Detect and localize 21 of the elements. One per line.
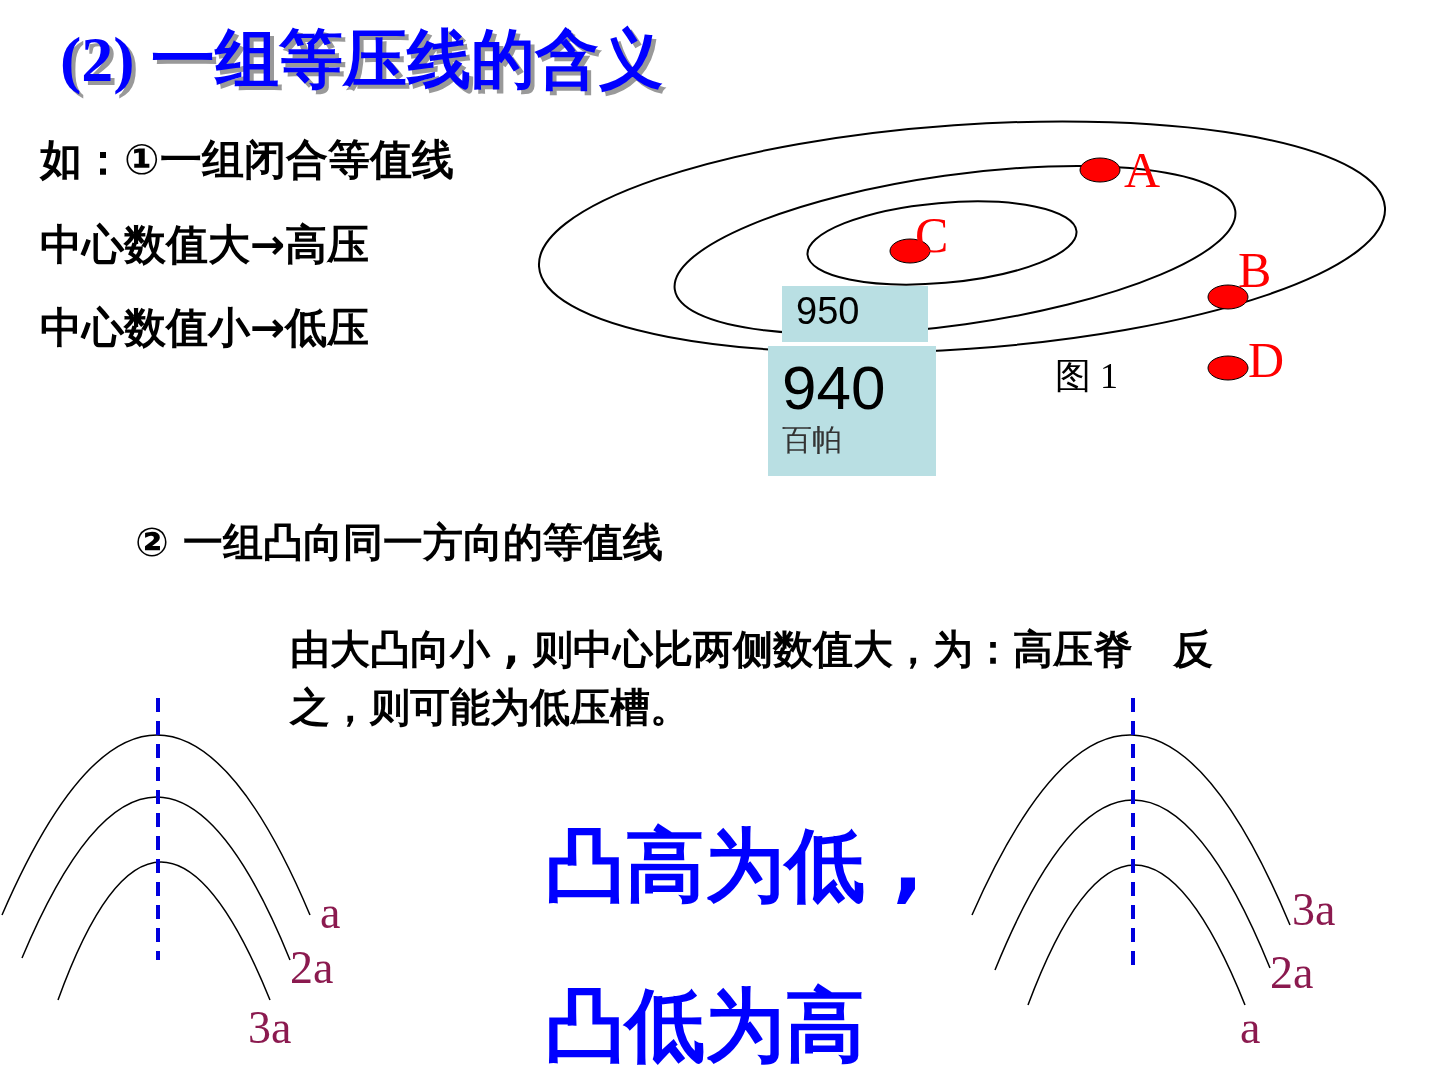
point-label: B: [1238, 241, 1272, 300]
unit-text: 百帕: [782, 423, 843, 458]
note-text: 中心数值小→低压: [40, 303, 370, 354]
isobar-value: 3a: [1292, 883, 1336, 937]
note-text: 中心数值大→高压: [40, 220, 370, 271]
rule-text: 凸低为高: [545, 978, 865, 1074]
explanation-text: 由大凸向小 , 则中心比两侧数值大，为：高压脊 反之，则可能为低压槽。: [290, 625, 1215, 732]
value-box: [768, 346, 936, 476]
isobar-value: 2a: [1270, 946, 1314, 1000]
isobar-value: 2a: [290, 941, 334, 995]
isobar-value: a: [1240, 1001, 1261, 1055]
value-text: 940: [782, 352, 887, 424]
isobar-value: 3a: [248, 1001, 292, 1055]
point-label: D: [1248, 331, 1285, 390]
figure-caption: 图 1: [1055, 355, 1118, 398]
rule-text: 凸高为低 ,: [545, 818, 924, 914]
title: (2) 一组等压线的含义: [60, 23, 663, 97]
subheading: ② 一组凸向同一方向的等值线: [135, 518, 663, 566]
value-box: 950: [782, 286, 928, 342]
note-text: 如：①一组闭合等值线: [40, 135, 454, 186]
isobar-value: a: [320, 886, 341, 940]
